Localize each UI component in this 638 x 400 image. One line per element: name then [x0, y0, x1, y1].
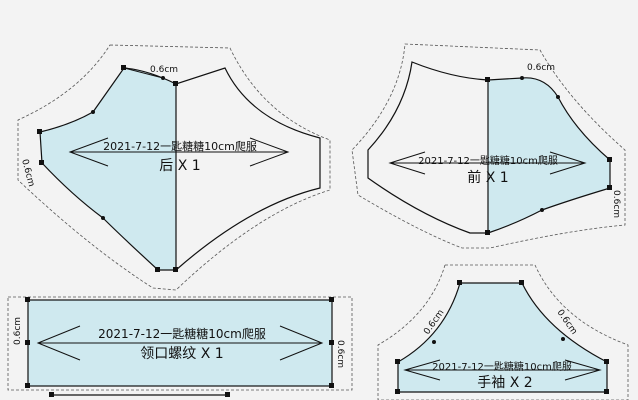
front-grainline-arrow — [388, 151, 587, 175]
sleeve-seam-allowance — [377, 264, 629, 400]
front-name-label: 前 X 1 — [467, 169, 508, 186]
collar-seam-left-label: 0.6cm — [13, 317, 23, 345]
collar-piece: 2021-7-12一匙糖糖10cm爬服 领口螺纹 X 1 0.6cm 0.6cm — [7, 296, 353, 397]
sleeve-date-label: 2021-7-12一匙糖糖10cm爬服 — [432, 360, 572, 373]
collar-seam-right-label: 0.6cm — [335, 340, 345, 368]
collar-date-label: 2021-7-12一匙糖糖10cm爬服 — [98, 326, 266, 341]
front-fill-right — [488, 77, 610, 234]
back-name-label: 后 X 1 — [159, 158, 200, 174]
front-points — [485, 76, 612, 235]
front-date-label: 2021-7-12一匙糖糖10cm爬服 — [418, 154, 558, 167]
sleeve-name-label: 手袖 X 2 — [477, 375, 532, 391]
back-piece: 2021-7-12一匙糖糖10cm爬服 后 X 1 0.6cm 0.6cm — [17, 44, 331, 291]
back-seam-allowance — [17, 44, 331, 291]
back-points — [37, 65, 178, 272]
collar-name-label: 领口螺纹 X 1 — [140, 346, 223, 362]
front-outline — [367, 61, 611, 234]
front-seam-top-label: 0.6cm — [527, 63, 555, 73]
back-grainline-arrow — [68, 137, 290, 167]
back-date-label: 2021-7-12一匙糖糖10cm爬服 — [103, 139, 257, 153]
front-seam-right-label: 0.6cm — [611, 190, 621, 218]
front-seam-allowance — [351, 43, 626, 249]
collar-seam-allowance — [7, 296, 353, 391]
collar-grainline-arrow — [36, 325, 324, 361]
back-seam-top-label: 0.6cm — [150, 65, 178, 75]
second-piece-top-edge — [49, 392, 230, 397]
back-fill-left — [40, 68, 176, 270]
back-shoulder-line — [123, 67, 164, 79]
front-piece: 2021-7-12一匙糖糖10cm爬服 前 X 1 0.6cm 0.6cm — [351, 43, 626, 249]
sleeve-piece: 2021-7-12一匙糖糖10cm爬服 手袖 X 2 0.6cm 0.6cm — [377, 264, 629, 400]
collar-points — [25, 297, 334, 388]
sleeve-points — [395, 280, 609, 394]
sleeve-grainline-arrow — [403, 359, 602, 381]
